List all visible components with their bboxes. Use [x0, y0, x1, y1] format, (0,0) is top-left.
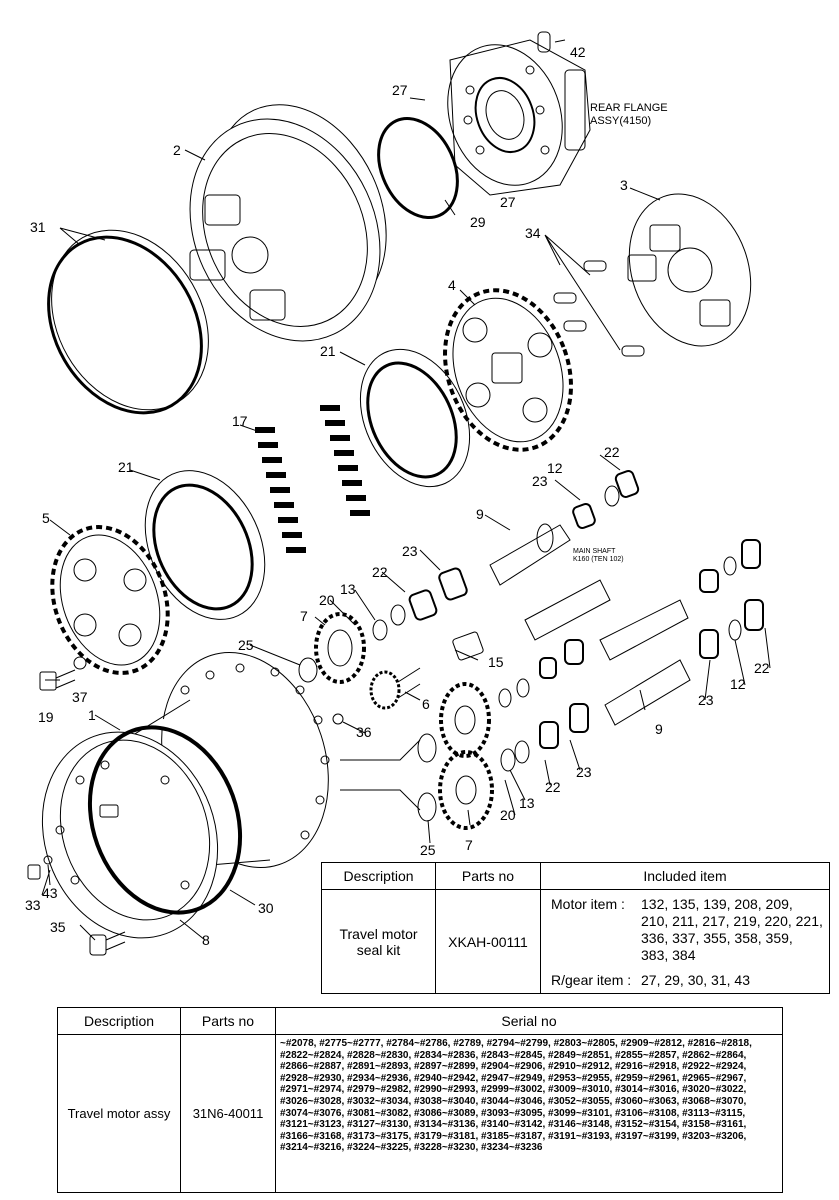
- gear-4: [443, 288, 573, 452]
- motor-item-label: Motor item :: [551, 896, 625, 912]
- label-21a: 21: [320, 343, 336, 359]
- label-7b: 7: [465, 837, 473, 853]
- label-22b: 22: [372, 564, 388, 580]
- label-6: 6: [422, 696, 430, 712]
- assy-header-serial: Serial no: [275, 1007, 783, 1035]
- label-20a: 20: [319, 592, 335, 608]
- pin-36: [332, 713, 344, 725]
- label-3: 3: [620, 177, 628, 193]
- label-22a: 22: [604, 444, 620, 460]
- label-35: 35: [50, 919, 66, 935]
- assy-parts-no: 31N6-40011: [180, 1034, 276, 1193]
- label-33: 33: [25, 897, 41, 913]
- label-29: 29: [470, 214, 486, 230]
- bolt-35: [89, 931, 126, 956]
- label-25b: 25: [420, 842, 436, 858]
- label-34: 34: [525, 225, 541, 241]
- label-13a: 13: [340, 581, 356, 597]
- label-13b: 13: [519, 795, 535, 811]
- label-8: 8: [202, 932, 210, 948]
- label-19: 19: [38, 709, 54, 725]
- kit-included-items: Motor item : 132, 135, 139, 208, 209, 21…: [540, 889, 830, 994]
- washer-37: [73, 656, 87, 670]
- label-7a: 7: [300, 608, 308, 624]
- label-31: 31: [30, 219, 46, 235]
- exploded-parts-diagram: 42 27 REAR FLANGE ASSY(4150) 2 3 27 29 3…: [25, 31, 771, 956]
- label-23a: 23: [532, 473, 548, 489]
- label-main-shaft-1: MAIN SHAFT: [573, 548, 616, 555]
- label-23d: 23: [576, 764, 592, 780]
- pins-34: [553, 260, 645, 357]
- label-22c: 22: [754, 660, 770, 676]
- carrier-3: [627, 193, 752, 347]
- rear-flange-assy: [447, 31, 591, 196]
- label-rear-flange-2: ASSY(4150): [590, 115, 651, 127]
- label-main-shaft-2: K160 (TEN 102): [573, 556, 624, 563]
- bearings-lower: [372, 567, 484, 661]
- rgear-item-label: R/gear item :: [551, 972, 632, 988]
- housing-2: [189, 104, 387, 342]
- assy-header-description: Description: [57, 1007, 181, 1035]
- label-22d: 22: [545, 779, 561, 795]
- rgear-item-values: 27, 29, 30, 31, 43: [641, 972, 750, 988]
- label-12b: 12: [730, 676, 746, 692]
- assy-description: Travel motor assy: [57, 1034, 181, 1193]
- label-36: 36: [356, 724, 372, 740]
- label-17: 17: [232, 413, 248, 429]
- label-42: 42: [570, 44, 586, 60]
- label-1: 1: [88, 707, 96, 723]
- ring-30: [87, 725, 243, 915]
- cover-8: [41, 731, 219, 939]
- assy-header-parts-no: Parts no: [180, 1007, 276, 1035]
- rollers-17: [254, 402, 370, 553]
- label-27a: 27: [392, 82, 408, 98]
- main-shaft-k160: [498, 539, 761, 708]
- gear-5: [50, 525, 170, 675]
- ring-25a: [298, 657, 318, 683]
- label-rear-flange-1: REAR FLANGE: [590, 102, 668, 114]
- shaft-9a: [489, 470, 640, 586]
- label-23c: 23: [698, 692, 714, 708]
- o-ring-29: [377, 116, 459, 220]
- gears-center: [340, 682, 589, 830]
- kit-header-parts-no: Parts no: [435, 862, 541, 890]
- label-15: 15: [488, 654, 504, 670]
- label-23b: 23: [402, 543, 418, 559]
- plug-33: [27, 864, 41, 880]
- label-43: 43: [42, 885, 58, 901]
- kit-header-description: Description: [321, 862, 436, 890]
- pin-42: [537, 31, 551, 53]
- gear-6: [369, 667, 421, 710]
- label-4: 4: [448, 277, 456, 293]
- kit-description: Travel motor seal kit: [321, 889, 436, 994]
- label-25a: 25: [238, 637, 254, 653]
- assy-serial-list: ~#2078, #2775~#2777, #2784~#2786, #2789,…: [275, 1034, 783, 1193]
- o-ring-43: [43, 855, 53, 865]
- kit-header-included: Included item: [540, 862, 830, 890]
- label-5: 5: [42, 510, 50, 526]
- label-27b: 27: [500, 194, 516, 210]
- label-2: 2: [173, 142, 181, 158]
- motor-assy-table: Description Parts no Serial no Travel mo…: [57, 1007, 783, 1193]
- ring-31b: [47, 235, 203, 415]
- motor-item-values: 132, 135, 139, 208, 209, 210, 211, 217, …: [641, 896, 823, 963]
- ring-21a: [359, 348, 471, 488]
- label-37: 37: [72, 689, 88, 705]
- kit-parts-no: XKAH-00111: [435, 889, 541, 994]
- label-9a: 9: [476, 506, 484, 522]
- gear-7a: [314, 612, 366, 684]
- label-9b: 9: [655, 721, 663, 737]
- label-20b: 20: [500, 807, 516, 823]
- shaft-9b: [604, 599, 764, 726]
- label-12a: 12: [547, 460, 563, 476]
- bolt-19: [39, 669, 76, 691]
- label-30: 30: [258, 900, 274, 916]
- seal-kit-table: Description Parts no Included item Trave…: [321, 862, 830, 994]
- label-21b: 21: [118, 459, 134, 475]
